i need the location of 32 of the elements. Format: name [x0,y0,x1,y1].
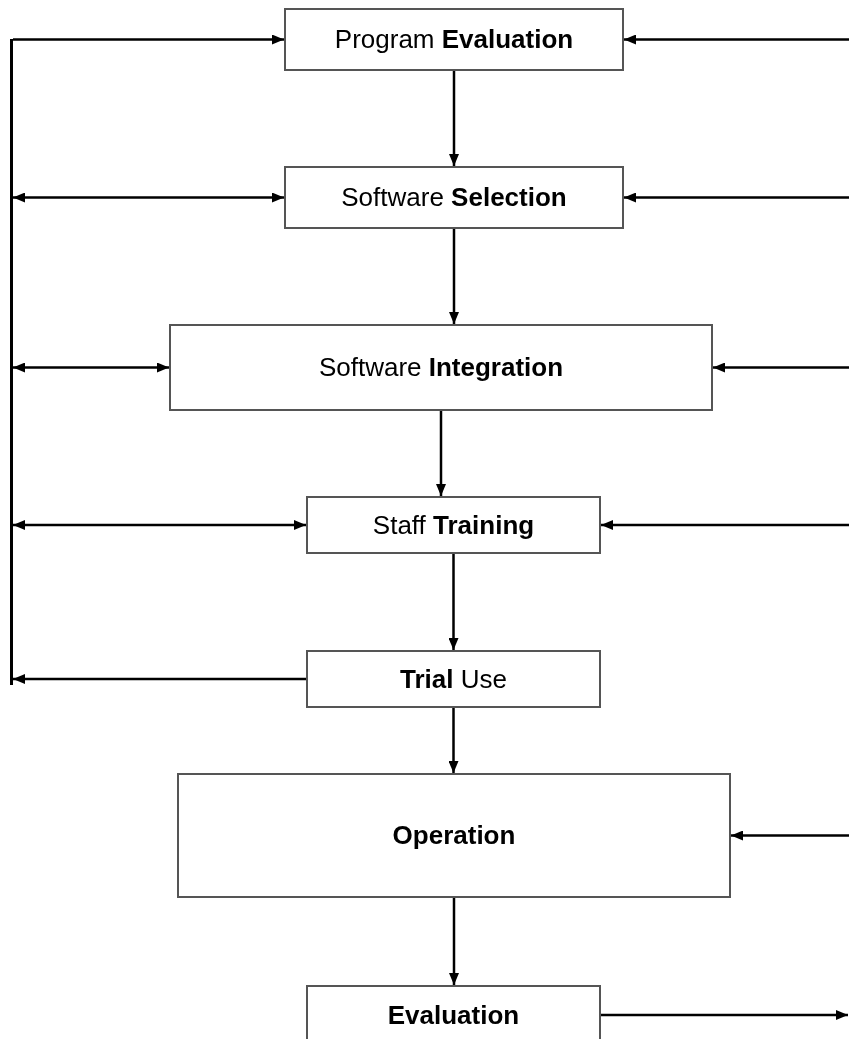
process-box [177,773,731,898]
arrow [13,520,306,530]
arrow [13,192,284,203]
process-box [306,650,601,708]
arrow [449,898,459,985]
arrow [624,34,849,45]
arrow [436,411,446,496]
step-label: Program Evaluation [334,23,574,56]
arrow [449,229,459,324]
step-label: Trial Use [400,662,507,696]
arrow [448,708,459,773]
process-box [284,166,624,229]
step-label: Software Selection [341,181,567,214]
feedback-bar [10,39,13,685]
arrow [13,34,284,45]
process-box [284,8,624,71]
step-label: Software Integration [318,351,564,384]
arrow [448,554,459,650]
step-label: Operation [392,819,516,852]
arrow [449,71,459,166]
arrow [13,674,306,684]
process-box [169,324,713,411]
arrow [624,192,849,203]
process-box [306,985,601,1039]
step-label: Staff Training [372,508,535,542]
process-box [306,496,601,554]
step-label: Evaluation [387,998,520,1032]
arrow [601,520,849,530]
arrow [731,830,849,841]
arrow [13,362,169,373]
arrow [601,1010,848,1020]
arrow [713,362,849,373]
